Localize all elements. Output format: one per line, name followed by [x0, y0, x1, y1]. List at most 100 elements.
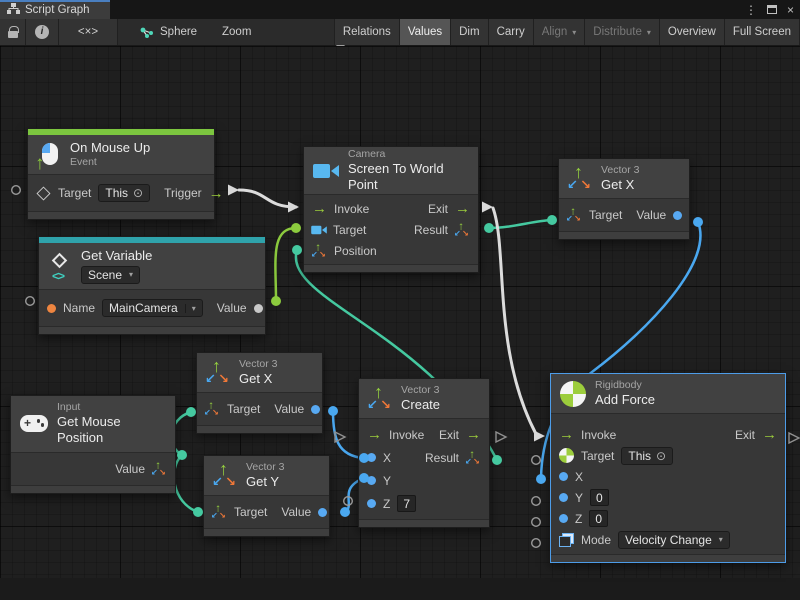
- value-port[interactable]: [311, 404, 321, 414]
- inspect-button[interactable]: i: [26, 19, 59, 45]
- node-footer: [11, 484, 175, 493]
- node-vector3-get-x-b[interactable]: ↑↙↘ Vector 3 Get X ↑↙↘ Target Value: [196, 352, 323, 435]
- y-port-label: Y: [575, 490, 584, 505]
- toolbar-button-label: Full Screen: [732, 26, 791, 38]
- chevron-down-icon: ▾: [572, 27, 577, 37]
- camera-port-icon[interactable]: [311, 224, 327, 235]
- value-port[interactable]: [318, 507, 328, 517]
- toolbar-button-dim[interactable]: Dim: [451, 19, 489, 45]
- toolbar-button-carry[interactable]: Carry: [488, 19, 534, 45]
- variable-scope-dropdown[interactable]: Scene▾: [81, 266, 141, 285]
- x-port[interactable]: [559, 472, 568, 482]
- toolbar-button-label: Align: [541, 26, 568, 38]
- variable-icon: <>: [48, 252, 72, 283]
- canvas-bottom-edge: [0, 578, 800, 600]
- value-port[interactable]: [673, 210, 683, 220]
- rigidbody-port-icon[interactable]: [559, 448, 574, 464]
- node-subtitle: Event: [70, 156, 97, 169]
- toolbar-button-full-screen[interactable]: Full Screen: [724, 19, 800, 45]
- node-title: Get Mouse Position: [57, 414, 121, 446]
- close-icon[interactable]: ×: [786, 2, 794, 17]
- vector3-port-icon[interactable]: ↑↙↘: [453, 218, 469, 238]
- z-port[interactable]: [559, 514, 568, 524]
- toolbar-button-distribute[interactable]: Distribute▾: [585, 19, 660, 45]
- chevron-down-icon: ▾: [718, 535, 723, 545]
- flow-out-icon[interactable]: →: [455, 200, 470, 217]
- vector3-port-icon[interactable]: ↑↙↘: [565, 204, 581, 224]
- node-title: Add Force: [595, 392, 655, 408]
- toolbar-button-align[interactable]: Align ▾: [533, 19, 586, 45]
- node-vector3-create[interactable]: ↑↙↘ Vector 3 Create → Invoke Exit → X Re…: [358, 378, 490, 529]
- x-port[interactable]: [367, 453, 376, 463]
- node-footer: [304, 264, 478, 272]
- result-port-label: Result: [413, 222, 448, 237]
- toolbar-button-overview[interactable]: Overview: [659, 19, 725, 45]
- node-vector3-get-y[interactable]: ↑↙↘ Vector 3 Get Y ↑↙↘ Target Value: [203, 455, 330, 538]
- vector3-port-icon[interactable]: ↑↙↘: [150, 458, 166, 477]
- y-value-field[interactable]: 0: [590, 489, 609, 507]
- name-port[interactable]: [47, 303, 56, 313]
- z-value-field[interactable]: 0: [589, 510, 609, 528]
- active-tab-indicator: [0, 0, 110, 2]
- node-screen-to-world-point[interactable]: Camera Screen To World Point → Invoke Ex…: [303, 146, 479, 273]
- variable-name-dropdown[interactable]: MainCamera▾: [102, 299, 203, 318]
- menu-icon[interactable]: ⋮: [744, 2, 757, 17]
- target-port-label: Target: [58, 186, 92, 201]
- y-port[interactable]: [367, 476, 376, 486]
- node-get-variable[interactable]: <> Get Variable Scene▾ Name MainCamera▾ …: [38, 236, 266, 336]
- node-title: Get Y: [246, 474, 280, 490]
- y-port[interactable]: [559, 493, 568, 503]
- target-port-label: Target: [234, 505, 268, 520]
- flow-in-icon[interactable]: →: [367, 426, 382, 444]
- node-vector3-get-x-a[interactable]: ↑↙↘ Vector 3 Get X ↑↙↘ Target Value: [558, 158, 690, 241]
- toolbar-button-label: Carry: [496, 26, 525, 38]
- node-footer: [204, 528, 329, 537]
- lock-button[interactable]: [0, 19, 26, 45]
- flow-in-icon[interactable]: →: [559, 426, 574, 444]
- value-port[interactable]: [253, 303, 263, 313]
- vector3-port-icon[interactable]: ↑↙↘: [210, 501, 226, 521]
- z-value-field[interactable]: 7: [397, 495, 417, 513]
- node-get-mouse-position[interactable]: + Input Get Mouse Position Value ↑↙↘: [10, 395, 176, 494]
- value-port-label: Value: [281, 505, 312, 520]
- rigidbody-icon: [560, 380, 586, 407]
- toolbar-button-values[interactable]: Values: [399, 19, 452, 45]
- vector3-port-icon[interactable]: ↑↙↘: [203, 398, 219, 418]
- zoom-label: Zoom: [222, 26, 252, 38]
- object-picker-icon[interactable]: ⊙: [133, 186, 144, 201]
- tab-title: Script Graph: [25, 3, 90, 16]
- node-type: Camera: [348, 147, 386, 160]
- z-port[interactable]: [367, 499, 376, 509]
- flow-out-icon[interactable]: →: [762, 426, 777, 444]
- vector3-port-icon[interactable]: ↑↙↘: [310, 239, 326, 259]
- x-port-label: X: [383, 450, 392, 465]
- object-picker-icon[interactable]: ⊙: [656, 448, 667, 463]
- flow-out-icon[interactable]: →: [208, 184, 224, 202]
- node-rigidbody-add-force[interactable]: Rigidbody Add Force → Invoke Exit → Targ…: [550, 373, 786, 564]
- mouse-up-event-icon: ↑: [35, 142, 61, 173]
- game-object-icon: [36, 186, 51, 201]
- flow-in-icon[interactable]: →: [312, 200, 327, 217]
- invoke-port-label: Invoke: [334, 201, 370, 216]
- gamepad-icon: +: [20, 415, 48, 433]
- mode-dropdown[interactable]: Velocity Change▾: [618, 530, 730, 549]
- tab-script-graph[interactable]: Script Graph: [0, 0, 110, 19]
- fit-button[interactable]: <×>: [59, 19, 118, 45]
- vector3-port-icon[interactable]: ↑↙↘: [464, 447, 480, 466]
- toolbar-button-relations[interactable]: Relations: [334, 19, 400, 45]
- graph-asset-icon: [139, 26, 154, 42]
- value-port-label: Value: [115, 461, 145, 476]
- exit-port-label: Exit: [427, 201, 448, 216]
- event-color-strip: [28, 129, 214, 135]
- chevron-down-icon: ▾: [129, 270, 134, 280]
- node-on-mouse-up[interactable]: ↑ On Mouse Up Event Target This ⊙ Trigge…: [27, 128, 224, 221]
- target-object-field[interactable]: This ⊙: [621, 446, 674, 465]
- vector3-icon: ↑↙↘: [367, 381, 391, 412]
- invoke-port-label: Invoke: [389, 427, 425, 442]
- maximize-icon[interactable]: [766, 5, 777, 14]
- node-footer: [559, 231, 689, 240]
- flow-out-icon[interactable]: →: [466, 426, 481, 444]
- target-object-field[interactable]: This ⊙: [98, 184, 151, 203]
- tab-bar: Script Graph ⋮ ×: [0, 0, 800, 19]
- trigger-port-label: Trigger: [164, 186, 202, 201]
